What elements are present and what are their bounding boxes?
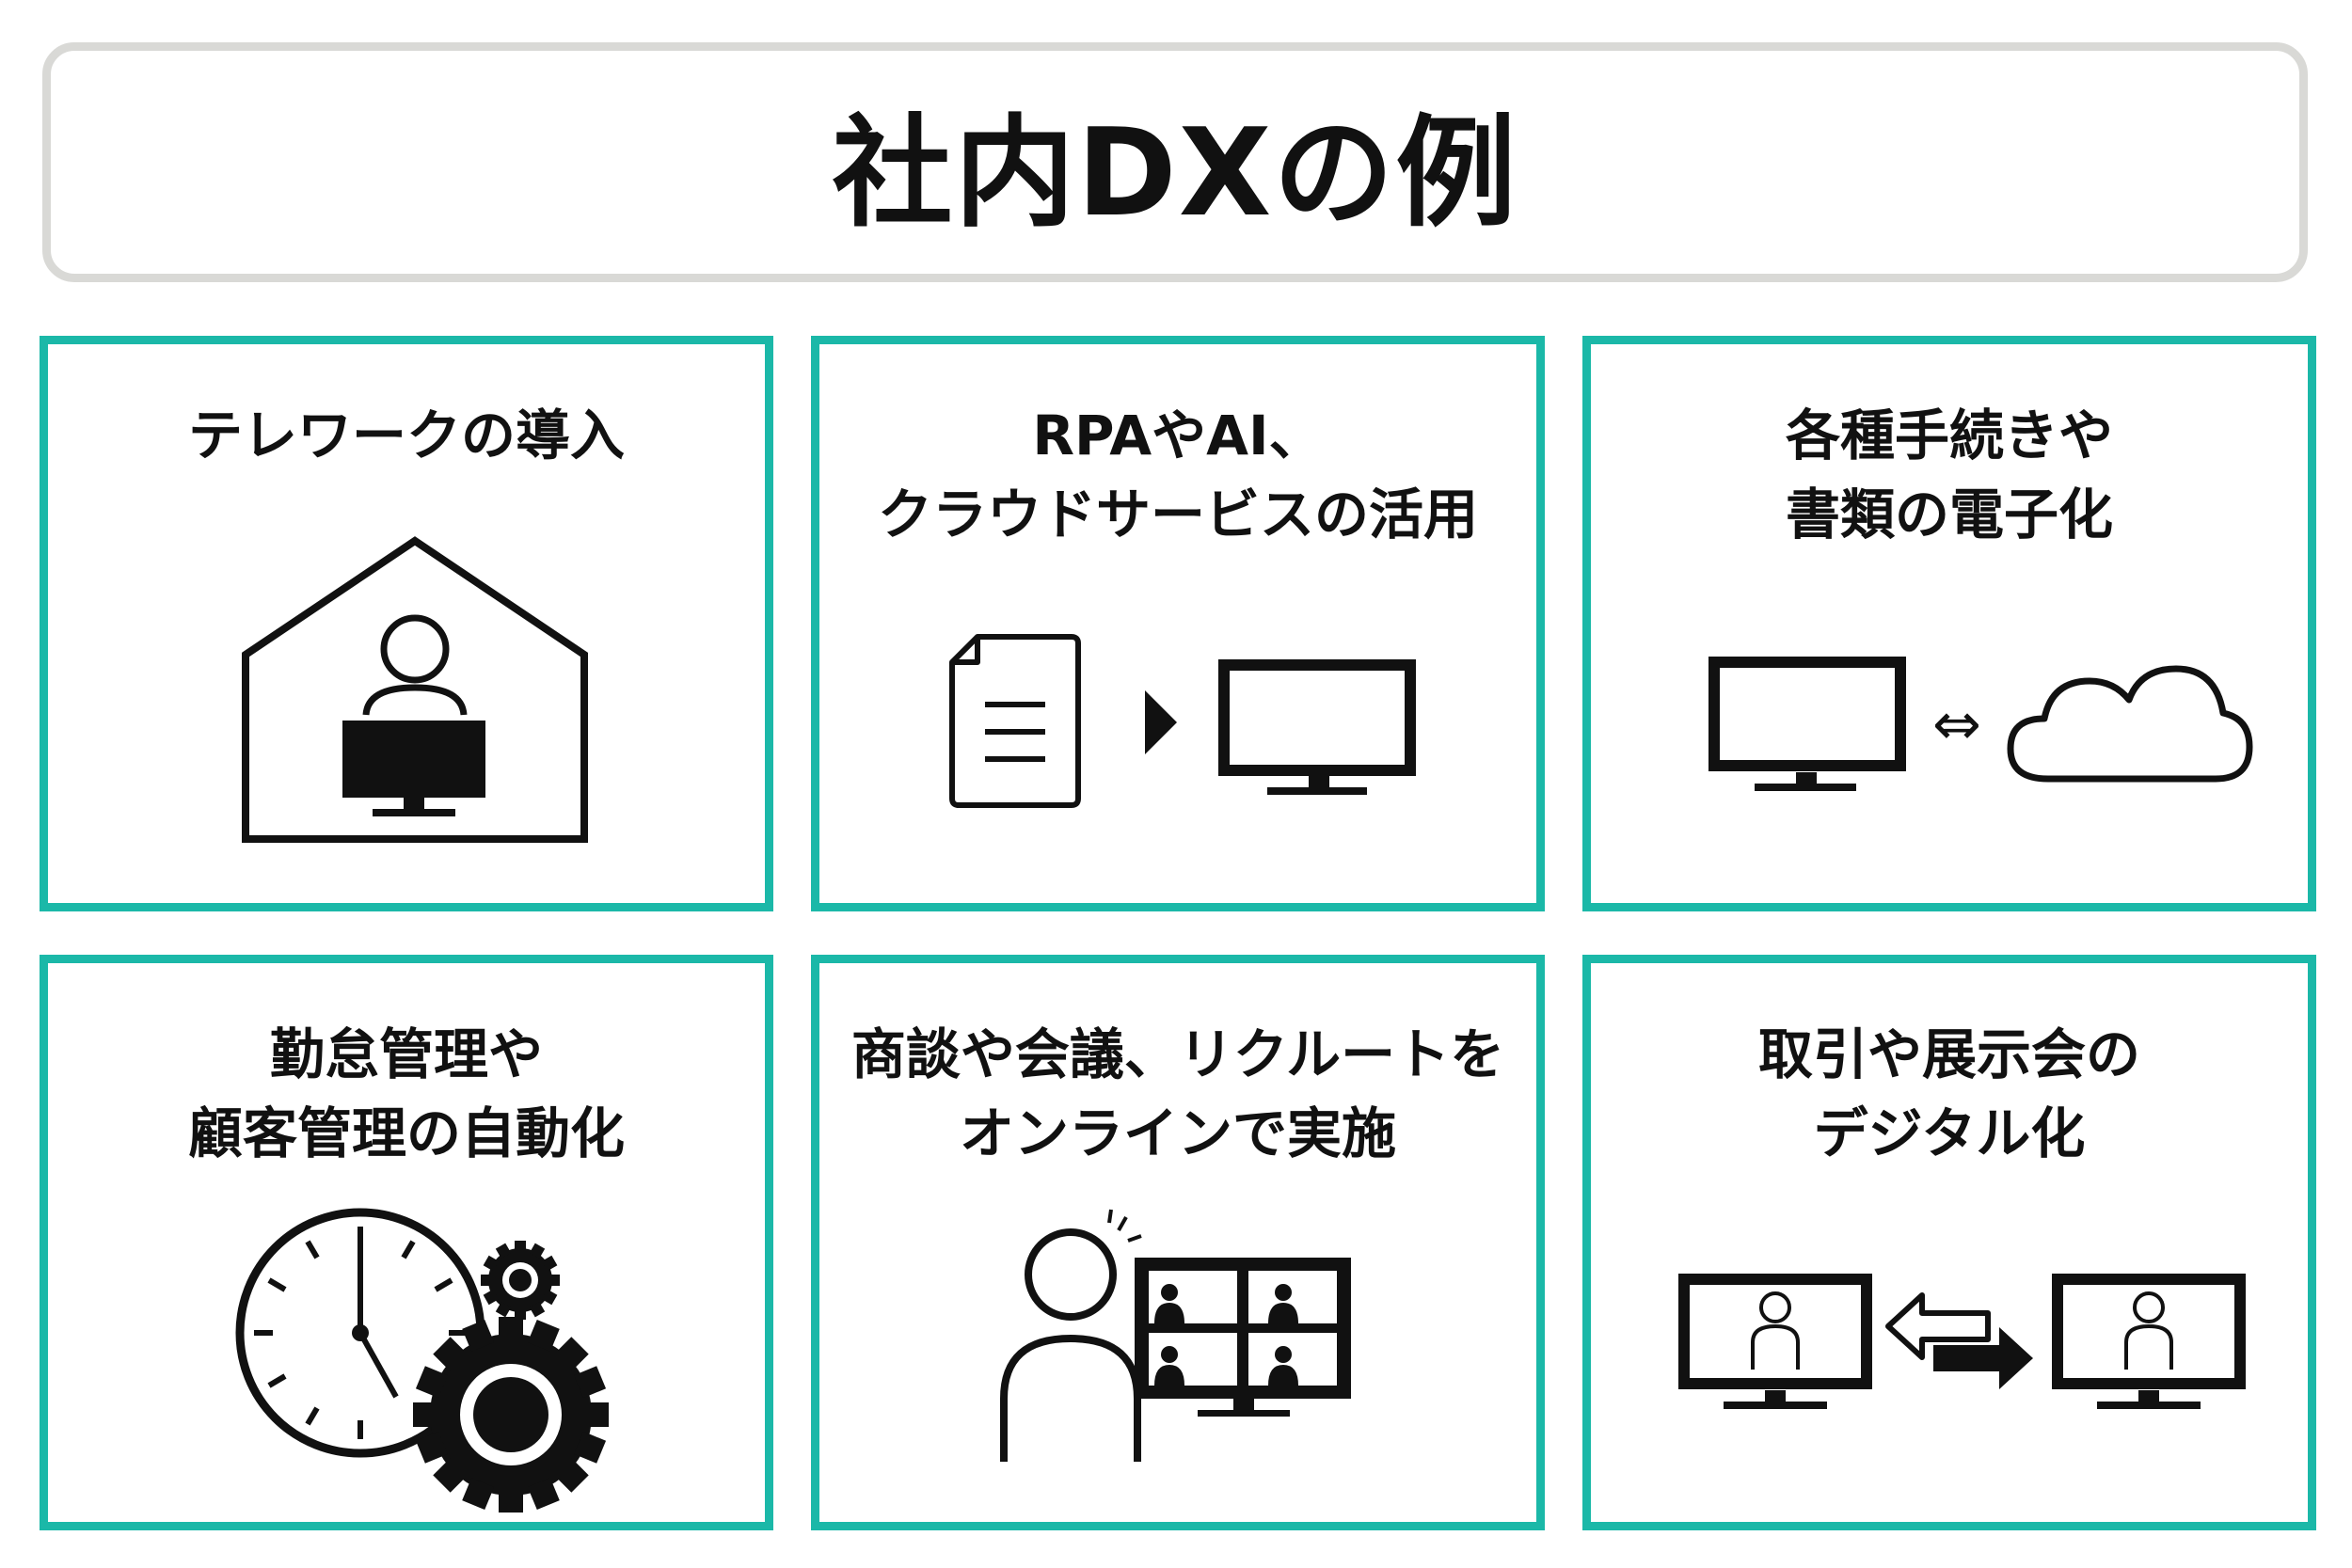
card-title-line: 書類の電子化: [1785, 483, 2113, 546]
clock-and-gears-icon: [235, 1208, 609, 1513]
card-title-line: クラウドサービスの活用: [877, 483, 1478, 546]
card-title-line: 顧客管理の自動化: [187, 1101, 625, 1165]
card-management-automation: 勤怠管理や 顧客管理の自動化: [40, 955, 773, 1530]
card-title: 商談や会議、リクルートを オンラインで実施: [819, 1015, 1536, 1173]
card-title-line: 勤怠管理や: [269, 1022, 543, 1086]
card-title-line: 各種手続きや: [1785, 404, 2113, 467]
document-to-monitor-icon: [949, 634, 1416, 808]
card-title: 勤怠管理や 顧客管理の自動化: [48, 1015, 765, 1173]
card-online-meetings: 商談や会議、リクルートを オンラインで実施: [811, 955, 1545, 1530]
card-title: テレワークの導入: [48, 396, 765, 475]
online-meeting-icon: [1000, 1209, 1351, 1462]
card-title: 各種手続きや 書類の電子化: [1591, 396, 2308, 554]
card-title: RPAやAI、 クラウドサービスの活用: [819, 396, 1536, 554]
title-box: 社内DXの例: [42, 42, 2308, 282]
house-with-person-at-computer-icon: [242, 536, 588, 843]
card-title: 取引や展示会の デジタル化: [1591, 1015, 2308, 1173]
monitor-exchange-icon: [1678, 1274, 2246, 1409]
card-telework: テレワークの導入: [40, 336, 773, 911]
card-title-line: RPAやAI、: [1032, 404, 1324, 467]
card-title-line: オンラインで実施: [959, 1101, 1396, 1165]
card-title-line: テレワークの導入: [187, 404, 625, 467]
bidirectional-arrow-icon: ⇔: [1932, 689, 1981, 758]
card-title-line: デジタル化: [1813, 1101, 2086, 1165]
card-digital-trade: 取引や展示会の デジタル化: [1582, 955, 2316, 1530]
card-digitize-documents: 各種手続きや 書類の電子化 ⇔: [1582, 336, 2316, 911]
card-title-line: 商談や会議、リクルートを: [850, 1022, 1505, 1086]
card-rpa-ai-cloud: RPAやAI、 クラウドサービスの活用: [811, 336, 1545, 911]
monitor-cloud-sync-icon: ⇔: [1708, 657, 2253, 791]
card-title-line: 取引や展示会の: [1757, 1022, 2140, 1086]
page-title: 社内DXの例: [832, 103, 1518, 244]
